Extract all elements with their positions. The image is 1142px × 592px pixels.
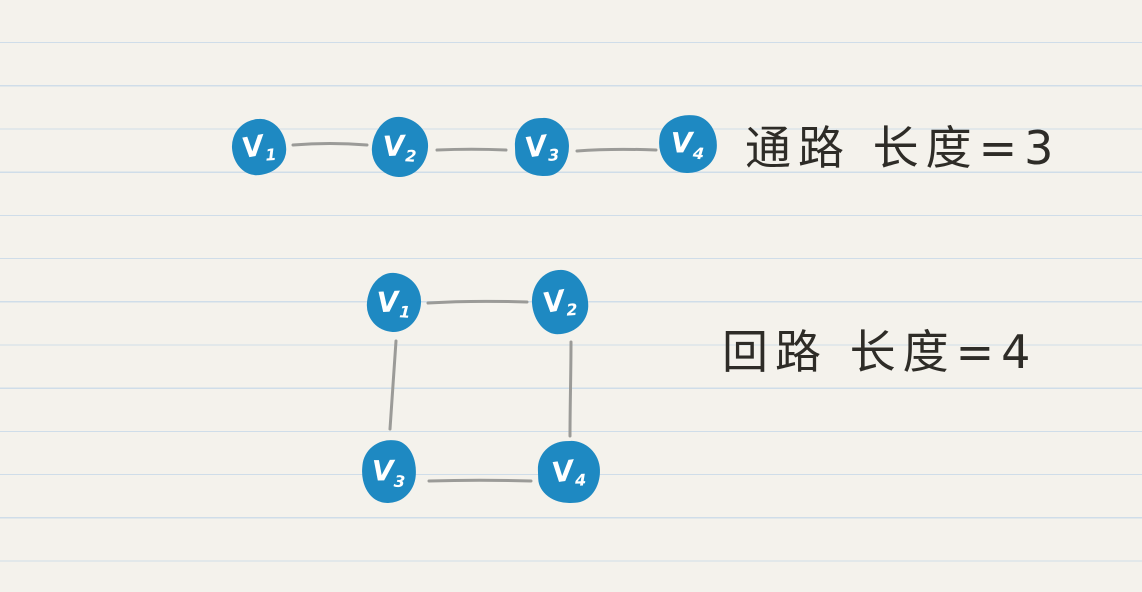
edge-path-v2-v3 bbox=[435, 147, 508, 152]
edge-path-v3-v4 bbox=[575, 147, 658, 153]
node-label-subscript: 2 bbox=[404, 146, 417, 166]
edge-path-v1-v2 bbox=[291, 142, 369, 147]
node-label: V bbox=[540, 283, 568, 321]
node-label-subscript: 1 bbox=[398, 301, 411, 322]
node-label: V bbox=[376, 284, 400, 319]
edge-cycle-v1-v2 bbox=[426, 299, 529, 305]
node-label-subscript: 3 bbox=[547, 145, 560, 165]
node-label: V bbox=[522, 128, 549, 165]
edge-cycle-v2-v4 bbox=[568, 340, 573, 438]
node-label-subscript: 4 bbox=[692, 143, 705, 164]
cycle-caption: 回路 长度=4 bbox=[722, 325, 1038, 379]
node-label-subscript: 2 bbox=[565, 299, 579, 320]
node-label: V bbox=[670, 126, 694, 160]
node-label: V bbox=[371, 453, 395, 488]
edge-cycle-v1-v3 bbox=[388, 339, 398, 431]
node-label-subscript: 3 bbox=[393, 471, 406, 491]
node-label-subscript: 4 bbox=[574, 470, 587, 490]
node-label: V bbox=[382, 129, 406, 164]
node-label: V bbox=[239, 128, 267, 166]
node-label: V bbox=[549, 453, 576, 490]
edge-cycle-v3-v4 bbox=[427, 478, 533, 483]
node-label-subscript: 1 bbox=[264, 144, 278, 165]
path-caption: 通路 长度=3 bbox=[745, 121, 1061, 175]
